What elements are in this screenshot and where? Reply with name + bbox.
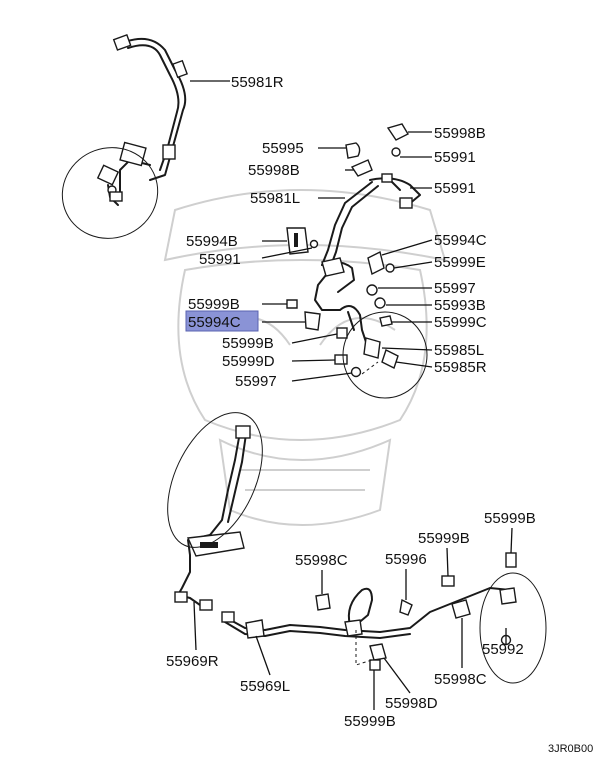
label-55997-right[interactable]: 55997 — [434, 280, 476, 297]
center-assembly — [286, 123, 421, 378]
detail-circle-valve — [342, 311, 428, 399]
label-55994C-right[interactable]: 55994C — [434, 232, 487, 249]
label-55999B-left-2[interactable]: 55999B — [222, 335, 274, 352]
label-55998D[interactable]: 55998D — [385, 695, 438, 712]
label-55985L[interactable]: 55985L — [434, 342, 484, 359]
label-55981R[interactable]: 55981R — [231, 74, 284, 91]
detail-circle-lower-right — [479, 572, 547, 684]
label-55999B-bottom-right[interactable]: 55999B — [484, 510, 536, 527]
label-55999B-left[interactable]: 55999B — [188, 296, 240, 313]
label-55994B[interactable]: 55994B — [186, 233, 238, 250]
hose-55981R — [96, 34, 188, 206]
label-55997-left[interactable]: 55997 — [235, 373, 277, 390]
label-55981L[interactable]: 55981L — [250, 190, 300, 207]
label-55992[interactable]: 55992 — [482, 641, 524, 658]
label-55999C[interactable]: 55999C — [434, 314, 487, 331]
detail-circle-lower-left — [167, 412, 263, 548]
label-55998B-right[interactable]: 55998B — [434, 125, 486, 142]
label-55994C-highlighted[interactable]: 55994C — [188, 314, 241, 331]
detail-circle-upper-left — [61, 147, 159, 239]
label-55995[interactable]: 55995 — [262, 140, 304, 157]
label-55999D[interactable]: 55999D — [222, 353, 275, 370]
part-labels: 55981R 55995 55998B 55998B 55991 55981L … — [166, 74, 536, 730]
label-55999E[interactable]: 55999E — [434, 254, 486, 271]
diagram-code: 3JR0B00 — [548, 743, 593, 755]
highlight-box — [185, 310, 259, 332]
label-55996[interactable]: 55996 — [385, 551, 427, 568]
label-55985R[interactable]: 55985R — [434, 359, 487, 376]
label-55999B-mid[interactable]: 55999B — [418, 530, 470, 547]
label-55991-left[interactable]: 55991 — [199, 251, 241, 268]
label-55999B-bottom[interactable]: 55999B — [344, 713, 396, 730]
label-55969L[interactable]: 55969L — [240, 678, 290, 695]
leader-lines — [190, 80, 513, 710]
label-55991-right-1[interactable]: 55991 — [434, 149, 476, 166]
label-55998C-bottom-right[interactable]: 55998C — [434, 671, 487, 688]
label-55998B-top[interactable]: 55998B — [248, 162, 300, 179]
label-55991-right-2[interactable]: 55991 — [434, 180, 476, 197]
lower-harness — [174, 425, 517, 671]
label-55993B[interactable]: 55993B — [434, 297, 486, 314]
label-55998C-mid[interactable]: 55998C — [295, 552, 348, 569]
label-55969R[interactable]: 55969R — [166, 653, 219, 670]
